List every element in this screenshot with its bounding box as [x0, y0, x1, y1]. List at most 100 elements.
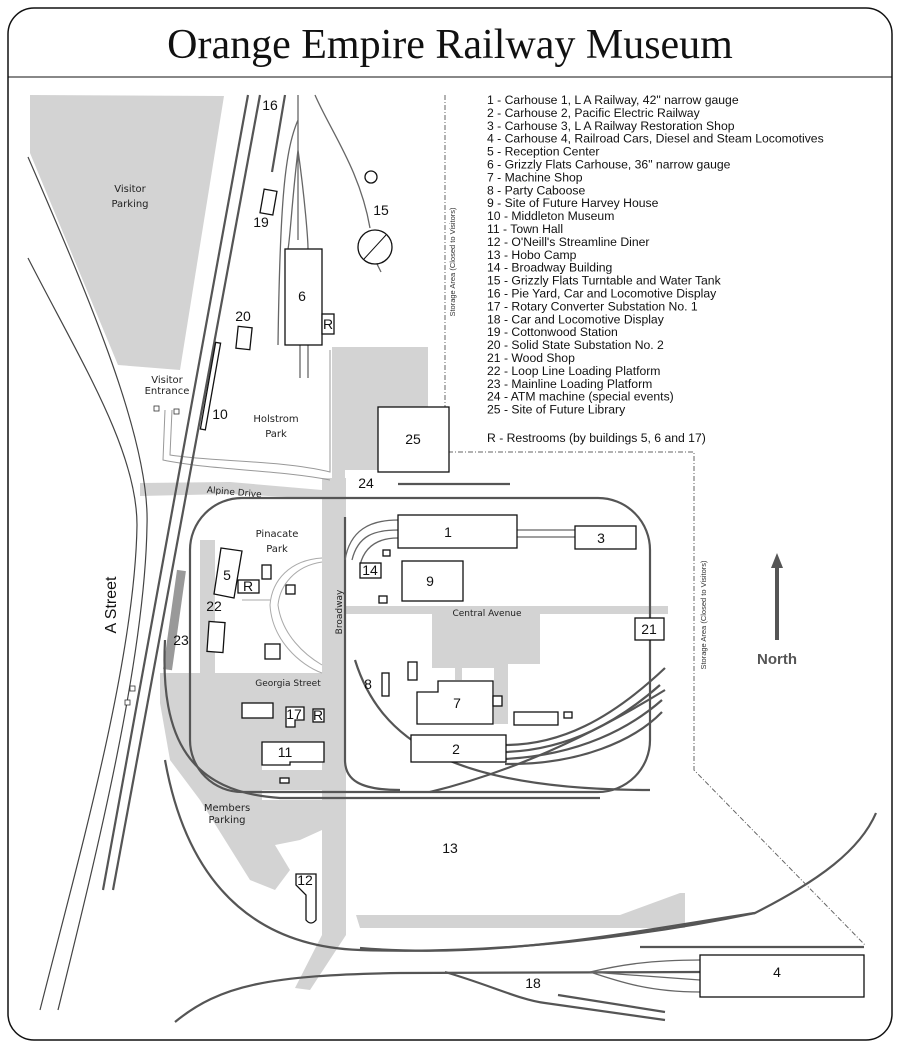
building-22[interactable] [206, 620, 226, 654]
svg-text:6: 6 [298, 288, 306, 304]
storage-area-label-north: Storage Area (Closed to Visitors) [448, 207, 457, 317]
building-2[interactable] [410, 734, 507, 763]
building-7[interactable] [416, 680, 494, 725]
building-4[interactable] [699, 954, 865, 998]
small-structure [563, 711, 573, 719]
legend-item: 1 - Carhouse 1, L A Railway, 42" narrow … [487, 93, 739, 107]
central-avenue-label: Central Avenue [452, 609, 522, 619]
svg-text:16: 16 [262, 97, 278, 113]
storage-area-label-east: Storage Area (Closed to Visitors) [699, 560, 708, 670]
legend-item: 15 - Grizzly Flats Turntable and Water T… [487, 274, 722, 288]
building-21[interactable] [634, 617, 665, 641]
legend-item: 21 - Wood Shop [487, 351, 575, 365]
mainline-tracks [101, 94, 382, 891]
small-structure [382, 549, 391, 557]
members-parking-lot [160, 703, 325, 890]
legend-item: 25 - Site of Future Library [487, 403, 626, 417]
buildings [199, 170, 865, 998]
svg-text:2: 2 [452, 741, 460, 757]
legend-item: 2 - Carhouse 2, Pacific Electric Railway [487, 106, 701, 120]
svg-text:8: 8 [364, 676, 372, 692]
loop-line-tracks [163, 496, 666, 800]
svg-text:R: R [323, 316, 333, 332]
building-9[interactable] [401, 560, 464, 602]
building-14[interactable] [359, 562, 382, 579]
building-1[interactable] [397, 514, 518, 549]
small-structure [513, 711, 559, 726]
a-street-edge-west [27, 257, 138, 1011]
visitor-parking-lot [30, 95, 224, 370]
legend-item: 8 - Party Caboose [487, 183, 585, 197]
legend-item: 19 - Cottonwood Station [487, 325, 618, 339]
visitor-parking-label: Parking [111, 199, 148, 210]
building-6[interactable] [284, 248, 323, 346]
a-street-edge-east [27, 156, 148, 1011]
building-19[interactable] [259, 188, 278, 216]
a-street-marker [129, 685, 136, 692]
restrooms-note: R - Restrooms (by buildings 5, 6 and 17) [487, 431, 706, 445]
a-street-label: A Street [103, 576, 120, 633]
small-structure [279, 777, 290, 784]
small-structure [264, 643, 281, 660]
small-structure [285, 584, 296, 595]
north-label: North [757, 651, 797, 668]
svg-text:17: 17 [286, 706, 302, 722]
legend-item: 9 - Site of Future Harvey House [487, 196, 659, 210]
visitor-entrance-label: Visitor [151, 375, 183, 386]
legend-item: 10 - Middleton Museum [487, 209, 614, 223]
hobo-camp-road [356, 893, 685, 928]
legend-item: 18 - Car and Locomotive Display [487, 312, 665, 326]
legend-item: 7 - Machine Shop [487, 170, 583, 184]
small-structure [241, 702, 274, 719]
legend-item: 17 - Rotary Converter Substation No. 1 [487, 299, 698, 313]
building-17[interactable] [285, 706, 305, 728]
legend-item: 3 - Carhouse 3, L A Railway Restoration … [487, 119, 735, 133]
building-3[interactable] [574, 525, 637, 550]
svg-text:3: 3 [597, 530, 605, 546]
georgia-street-label: Georgia Street [255, 679, 321, 689]
building-5[interactable] [213, 547, 243, 599]
georgia-street-road [160, 673, 322, 703]
svg-text:11: 11 [278, 744, 293, 760]
svg-text:7: 7 [453, 695, 461, 711]
place-labels: Visitor Parking Visitor Entrance Holstro… [111, 184, 522, 826]
pinacate-path [242, 557, 323, 674]
building-20[interactable] [235, 325, 253, 351]
building-11[interactable] [261, 741, 325, 766]
building-10[interactable] [199, 341, 222, 431]
building-25[interactable] [377, 406, 450, 473]
svg-text:4: 4 [773, 964, 781, 980]
entrance-marker [153, 405, 160, 412]
visitor-entrance-label: Entrance [145, 386, 190, 397]
track-23-platform [163, 569, 186, 671]
building-8[interactable] [407, 661, 418, 681]
legend-item: 23 - Mainline Loading Platform [487, 377, 652, 391]
svg-text:9: 9 [426, 573, 434, 589]
building-number-labels: 1 2 3 4 5 6 7 8 9 10 11 12 13 14 15 16 1… [173, 97, 781, 991]
svg-text:20: 20 [235, 308, 251, 324]
svg-text:1: 1 [444, 524, 452, 540]
central-avenue-road [346, 606, 668, 614]
svg-text:R: R [243, 578, 253, 594]
svg-text:22: 22 [206, 598, 222, 614]
water-tank-15[interactable] [364, 170, 378, 184]
north-arrow: North [757, 553, 797, 668]
small-structure [381, 672, 390, 697]
svg-text:13: 13 [442, 840, 458, 856]
small-structure [261, 564, 272, 580]
legend-item: 6 - Grizzly Flats Carhouse, 36" narrow g… [487, 158, 731, 172]
holstrom-park-label: Park [265, 429, 287, 440]
storage-area-boundary [444, 95, 866, 946]
turntable-bridge [363, 234, 387, 260]
alpine-drive-road [140, 482, 345, 500]
restroom-5[interactable] [237, 579, 260, 594]
legend-item: 5 - Reception Center [487, 145, 599, 159]
svg-text:25: 25 [405, 431, 421, 447]
svg-text:24: 24 [358, 475, 374, 491]
pavement-areas [30, 95, 685, 990]
restroom-17[interactable] [312, 708, 325, 723]
svg-text:19: 19 [253, 214, 269, 230]
building-12[interactable] [295, 873, 317, 924]
restroom-6[interactable] [321, 313, 335, 335]
